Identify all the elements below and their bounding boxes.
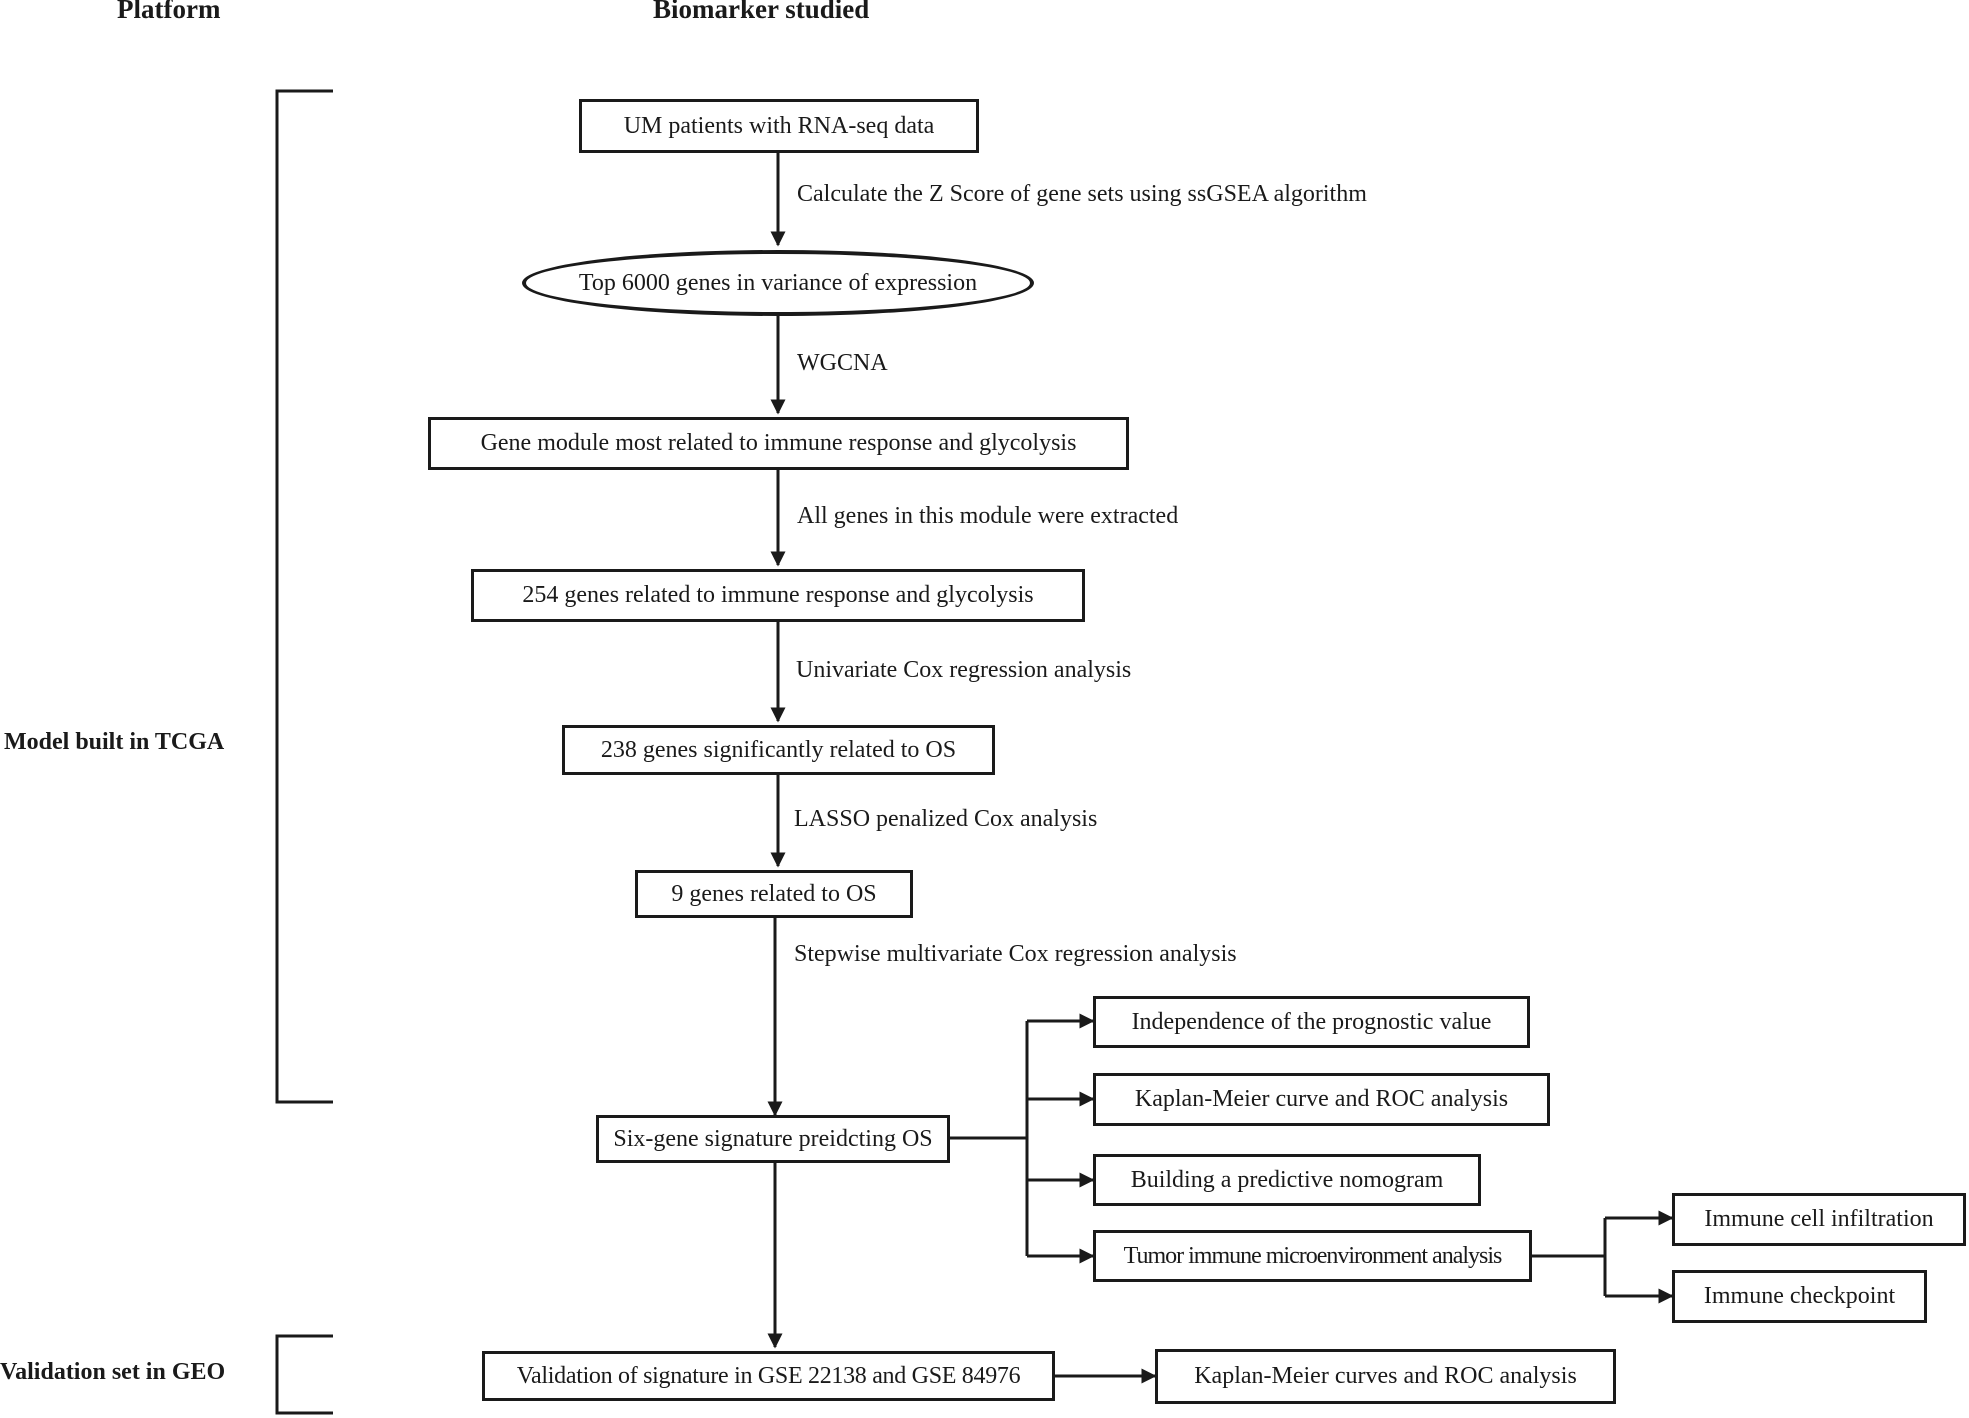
um-patients-label: UM patients with RNA-seq data	[623, 112, 935, 139]
genes-238-box: 238 genes significantly related to OS	[562, 725, 995, 775]
independence-label: Independence of the prognostic value	[1131, 1008, 1492, 1035]
tme-box: Tumor immune microenvironment analysis	[1093, 1230, 1532, 1282]
wgcna-edge-label: WGCNA	[797, 350, 888, 376]
validation-label: Validation of signature in GSE 22138 and…	[516, 1362, 1021, 1389]
immune-cell-label: Immune cell infiltration	[1704, 1206, 1934, 1232]
zscore-edge-label: Calculate the Z Score of gene sets using…	[797, 181, 1367, 207]
top-genes-oval: Top 6000 genes in variance of expression	[522, 250, 1034, 316]
gene-module-label: Gene module most related to immune respo…	[480, 430, 1077, 456]
top-genes-label: Top 6000 genes in variance of expression	[578, 269, 978, 296]
km-roc-label: Kaplan-Meier curve and ROC analysis	[1134, 1086, 1509, 1112]
genes-238-label: 238 genes significantly related to OS	[600, 736, 957, 763]
tcga-bracket	[275, 89, 333, 1104]
genes-254-box: 254 genes related to immune response and…	[471, 569, 1085, 622]
signature-label: Six-gene signature preidcting OS	[613, 1125, 933, 1152]
nomogram-label: Building a predictive nomogram	[1130, 1166, 1444, 1193]
genes-9-label: 9 genes related to OS	[671, 880, 877, 907]
geo-section-label: Validation set in GEO	[0, 1359, 226, 1385]
immune-checkpoint-box: Immune checkpoint	[1672, 1270, 1927, 1323]
genes-9-box: 9 genes related to OS	[635, 870, 913, 918]
km-roc-box: Kaplan-Meier curve and ROC analysis	[1093, 1073, 1550, 1126]
um-patients-box: UM patients with RNA-seq data	[579, 99, 979, 153]
gene-module-box: Gene module most related to immune respo…	[428, 417, 1129, 470]
km-roc-geo-box: Kaplan-Meier curves and ROC analysis	[1155, 1349, 1616, 1404]
univariate-edge-label: Univariate Cox regression analysis	[796, 657, 1132, 683]
extracted-edge-label: All genes in this module were extracted	[797, 503, 1179, 529]
genes-254-label: 254 genes related to immune response and…	[522, 582, 1034, 608]
km-roc-geo-label: Kaplan-Meier curves and ROC analysis	[1194, 1363, 1577, 1389]
immune-cell-box: Immune cell infiltration	[1672, 1193, 1966, 1246]
tcga-section-label: Model built in TCGA	[4, 729, 225, 755]
stepwise-edge-label: Stepwise multivariate Cox regression ana…	[794, 941, 1237, 967]
nomogram-box: Building a predictive nomogram	[1093, 1154, 1481, 1206]
independence-box: Independence of the prognostic value	[1093, 996, 1530, 1048]
lasso-edge-label: LASSO penalized Cox analysis	[794, 806, 1098, 832]
platform-header: Platform	[117, 0, 221, 24]
biomarker-header: Biomarker studied	[653, 0, 870, 24]
immune-checkpoint-label: Immune checkpoint	[1703, 1283, 1896, 1309]
signature-box: Six-gene signature preidcting OS	[596, 1115, 950, 1163]
geo-bracket	[275, 1334, 333, 1415]
validation-box: Validation of signature in GSE 22138 and…	[482, 1351, 1055, 1401]
tme-label: Tumor immune microenvironment analysis	[1123, 1242, 1503, 1269]
